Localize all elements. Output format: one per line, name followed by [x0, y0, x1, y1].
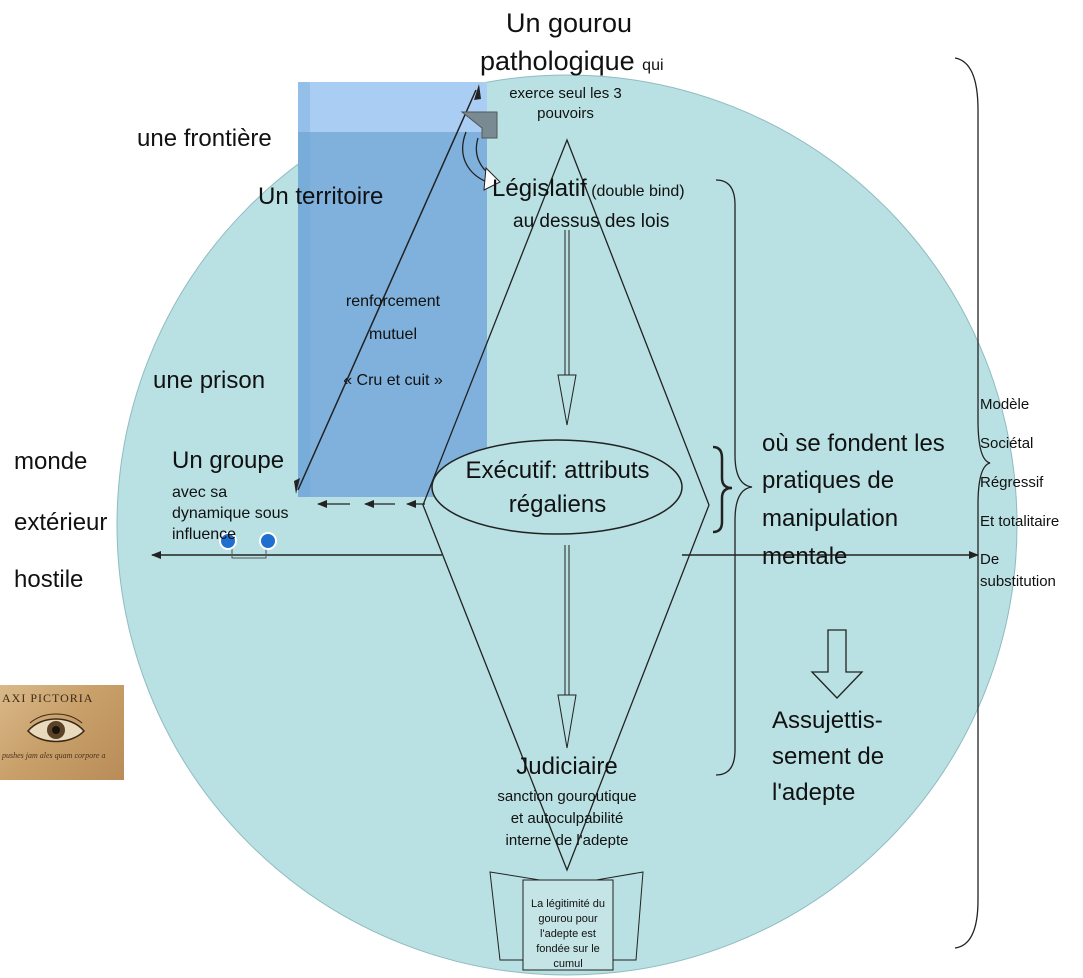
executif-ellipse: [431, 439, 683, 535]
group-line2: dynamique sous: [172, 505, 289, 522]
executif-line1: Exécutif: attributs: [465, 457, 650, 484]
group-line1: avec sa: [172, 484, 228, 501]
model-line6: substitution: [980, 573, 1056, 590]
model-brace: [954, 57, 991, 949]
guru-sub-line2: pouvoirs: [537, 105, 594, 122]
outside-line3: hostile: [14, 566, 84, 593]
practices-line2: pratiques de: [762, 467, 895, 494]
selection-dot-right[interactable]: [259, 532, 277, 550]
model-line1: Modèle: [980, 396, 1030, 413]
diagonal-head-bottom: [294, 478, 300, 494]
diagonal-head-top: [474, 84, 481, 100]
judiciaire-line1: sanction gouroutique: [497, 788, 637, 805]
scroll-line4: fondée sur le: [536, 943, 600, 955]
outside-line2: extérieur: [14, 509, 108, 536]
territory-rect-left: [298, 82, 310, 497]
scroll-line1: La légitimité du: [531, 898, 605, 910]
powers-diamond: [422, 138, 710, 872]
curved-arrow: [460, 111, 501, 191]
model-line4: Et totalitaire: [980, 513, 1060, 530]
model-line2: Sociétal: [980, 435, 1034, 452]
painting-caption: AXI PICTORIA: [2, 691, 94, 705]
down-arrow-top: [557, 230, 577, 426]
guru-qui: qui: [642, 57, 664, 74]
territory-rect-light: [298, 82, 487, 132]
executif-line2: régaliens: [508, 491, 607, 518]
group-line3: influence: [172, 526, 237, 543]
group-title: Un groupe: [172, 447, 285, 474]
guru-title-line2: pathologique qui: [480, 46, 664, 76]
scroll-line5: cumul: [553, 958, 583, 970]
down-arrow-bottom: [557, 545, 577, 749]
territory-rect: [298, 132, 487, 497]
guru-sub-line1: exerce seul les 3: [509, 85, 622, 102]
eye-painting-image: AXI PICTORIA pushes jam ales quam corpor…: [0, 685, 124, 780]
judiciaire-title: Judiciaire: [516, 753, 618, 780]
scroll-line2: gourou pour: [538, 913, 598, 925]
guru-pathologique: pathologique: [480, 46, 635, 76]
label-frontiere: une frontière: [137, 125, 272, 152]
subjugation-line2: sement de: [772, 743, 885, 770]
model-line5: De: [980, 551, 1000, 568]
painting-script: pushes jam ales quam corpore a: [2, 751, 106, 760]
reinforcement-line3: « Cru et cuit »: [343, 372, 443, 389]
scroll-banner: [489, 871, 644, 971]
legislatif-title-row: Législatif (double bind): [492, 175, 685, 203]
subjugation-line3: l'adepte: [772, 779, 856, 806]
scroll-line3: l'adepte est: [540, 928, 596, 940]
judiciaire-line3: interne de l'adepte: [505, 832, 629, 849]
reinforcement-line1: renforcement: [345, 293, 441, 310]
legislatif-note: (double bind): [591, 183, 685, 200]
guru-title-line1: Un gourou: [505, 8, 633, 38]
legislatif-sub: au dessus des lois: [513, 211, 670, 232]
eye-icon: [27, 713, 85, 743]
powers-brace: [715, 179, 753, 776]
guru-group-diagonal: [297, 89, 477, 491]
subjugation-arrow: [810, 629, 864, 699]
executif-brace: [712, 445, 733, 534]
selection-dot-left[interactable]: [219, 532, 237, 550]
label-prison: une prison: [153, 367, 266, 394]
practices-line4: mentale: [762, 543, 848, 570]
reinforcement-line2: mutuel: [368, 326, 418, 343]
outside-line1: monde: [14, 448, 88, 475]
judiciaire-line2: et autoculpabilité: [510, 810, 624, 827]
subjugation-line1: Assujettis-: [772, 707, 883, 734]
legislatif-title: Législatif: [492, 175, 587, 202]
practices-line1: où se fondent les: [762, 430, 945, 457]
practices-line3: manipulation: [762, 505, 899, 532]
label-territoire: Un territoire: [258, 183, 384, 210]
model-line3: Régressif: [980, 474, 1044, 491]
